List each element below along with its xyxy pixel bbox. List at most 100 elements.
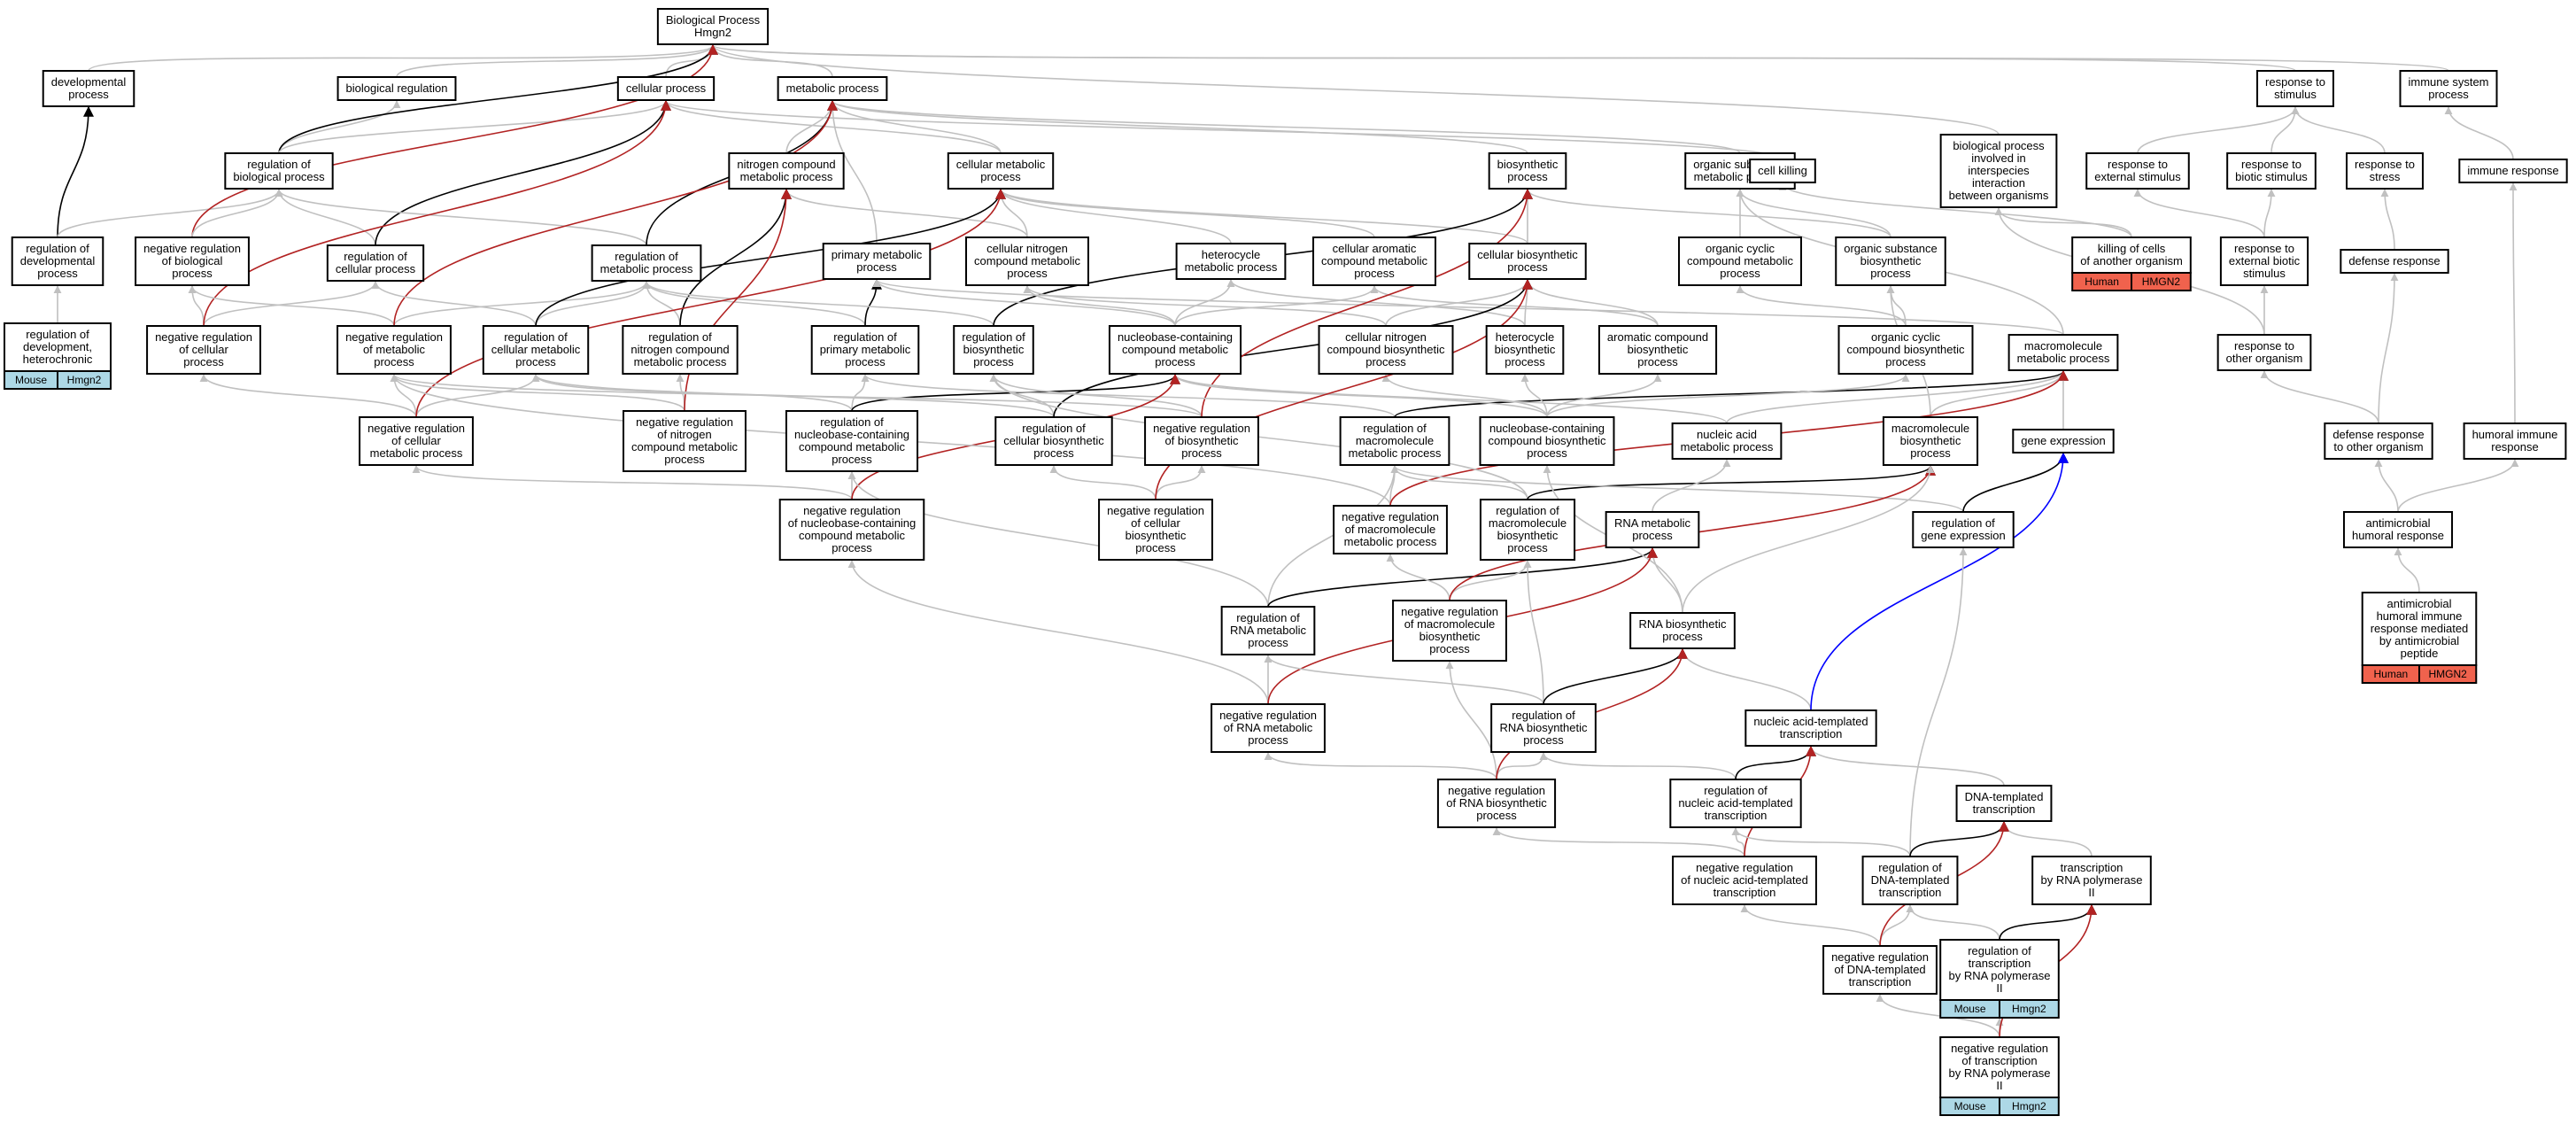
term-label-line: process [68,88,109,101]
term-label-line: process [1365,355,1406,368]
term-label-line: regulation of [1968,944,2031,957]
term-label-line: of macromolecule [1345,523,1436,536]
term-box [2399,70,2498,107]
term-box [591,244,702,282]
gray-edge [535,281,651,327]
term-label-line: process [856,260,897,274]
term-label-line: process [1885,355,1926,368]
term-label-line: negative regulation [1342,510,1439,523]
gray-edge [1682,465,1935,614]
term-label-line: macromolecule [2024,339,2102,353]
term-label-line: of DNA-templated [1834,963,1925,976]
term-box [1939,939,2060,1001]
term-box [1671,422,1783,460]
term-label-line: regulation of [1512,709,1575,722]
term-label-line: nucleobase-containing [1118,330,1233,344]
term-box [1436,779,1557,828]
term-label-line: of biological [162,254,223,267]
term-label-line: involved in [1971,151,2025,165]
term-label-line: primary metabolic [832,248,923,261]
go-term-regnbcmp: regulation ofnucleobase-containingcompou… [785,410,919,472]
term-label-line: process [980,170,1021,183]
gray-edge [1539,752,1737,780]
gray-edge [203,281,380,327]
term-label-line: regulation of [1363,422,1427,435]
term-label-line: regulation of [1878,861,1942,874]
go-term-cellkill: cell killing [1749,159,1816,183]
gray-edge [88,44,717,72]
gray-edge [2378,273,2399,424]
gray-edge [1740,904,1881,947]
term-box [2012,429,2115,453]
term-label-line: cellular process [336,262,416,275]
term-label-line: macromolecule [1489,516,1566,530]
node-layer: Biological ProcessHmgn2developmentalproc… [4,8,2568,1116]
gray-edge [1449,560,1532,601]
term-label-line: of metabolic [363,343,426,356]
term-box [1669,779,1802,828]
term-box [1835,236,1946,286]
term-label-line: process [1155,355,1195,368]
term-label-line: negative regulation [367,422,465,435]
term-box [1318,325,1454,375]
gray-edge [1174,285,1379,327]
term-label-line: by RNA polymerase [1949,1066,2051,1080]
term-label-line: process [1637,355,1678,368]
gray-edge [1171,374,1728,424]
term-label-line: process [1870,267,1911,280]
term-label-line: to other organism [2333,440,2423,453]
term-label-line: antimicrobial [2387,597,2452,610]
black-edge [1267,546,1658,608]
term-label-line: process [1135,541,1176,554]
term-label-line: negative regulation [1951,1042,2048,1055]
term-box [2346,152,2424,190]
term-label-line: stimulus [2274,88,2317,101]
term-label-line: compound metabolic [1122,343,1228,356]
go-term-defresp: defense response [2340,249,2449,274]
term-label-line: cellular biosynthetic [1003,434,1104,447]
gray-edge [2260,370,2379,424]
gray-edge [1171,374,1548,418]
term-label-line: negative regulation [1107,504,1204,517]
term-label-line: regulation of [1704,784,1768,797]
species-label: Mouse [1954,1100,1986,1112]
term-label-line: nucleic acid [1697,428,1757,441]
term-label-line: stimulus [2243,267,2286,280]
term-label-line: nitrogen compound [630,343,729,356]
term-label-line: process [973,355,1014,368]
gray-edge [642,281,994,327]
term-label-line: organic cyclic [1706,242,1775,255]
term-label-line: RNA metabolic [1614,516,1690,530]
term-label-line: killing of cells [2098,242,2166,255]
term-label-line: interspecies [1968,164,2030,177]
gray-edge [2000,821,2093,857]
black-edge [1735,745,1816,780]
gray-edge [1386,554,1450,601]
term-label-line: biological process [233,170,325,183]
gray-edge [2397,459,2519,513]
gray-edge [847,560,1269,705]
term-label-line: nucleobase-containing [794,428,909,441]
red-edge [393,99,838,327]
term-box [728,152,845,190]
term-label-line: response to [2108,158,2168,171]
term-label-line: gene expression [2021,434,2105,447]
